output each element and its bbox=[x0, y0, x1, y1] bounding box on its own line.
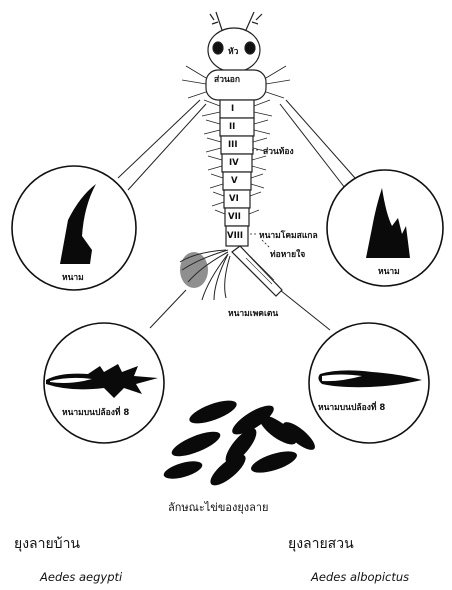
label-pecten: หนามเพคเตน bbox=[228, 306, 278, 320]
label-spine-left: หนาม bbox=[62, 270, 84, 284]
segment-label-1: I bbox=[231, 104, 234, 114]
segment-label-2: II bbox=[229, 122, 235, 132]
eye-right bbox=[245, 42, 255, 54]
segment-label-7: VII bbox=[228, 212, 241, 222]
species-latin-albopictus: Aedes albopictus bbox=[311, 570, 409, 584]
label-spine-right: หนาม bbox=[378, 264, 400, 278]
egg bbox=[169, 427, 223, 461]
species-thai-albopictus: ยุงลายสวน bbox=[288, 533, 354, 555]
label-head: หัว bbox=[228, 44, 238, 58]
pointer-line-right-top bbox=[286, 100, 355, 178]
label-thorax: ส่วนอก bbox=[214, 72, 240, 86]
label-comb-spine: หนามโคมสแกล bbox=[259, 228, 318, 242]
label-siphon: ท่อหายใจ bbox=[270, 247, 305, 261]
antenna-right bbox=[246, 12, 262, 30]
species-thai-aegypti: ยุงลายบ้าน bbox=[14, 533, 80, 555]
abdomen-segments bbox=[220, 100, 254, 246]
egg bbox=[187, 396, 239, 428]
species-latin-aegypti: Aedes aegypti bbox=[40, 570, 122, 584]
segment-label-5: V bbox=[231, 176, 238, 186]
eye-left bbox=[213, 42, 223, 54]
segment-label-3: III bbox=[228, 140, 238, 150]
egg-cluster bbox=[162, 396, 319, 490]
segment-label-6: VI bbox=[229, 194, 239, 204]
segment-label-8: VIII bbox=[227, 231, 243, 241]
pointer-line-left-bottom bbox=[150, 290, 186, 328]
label-comb-left: หนามบนปล้องที่ 8 bbox=[62, 405, 129, 419]
segment-label-4: IV bbox=[229, 158, 239, 168]
label-eggs: ลักษณะไข่ของยุงลาย bbox=[168, 498, 269, 516]
label-comb-right: หนามบนปล้องที่ 8 bbox=[318, 400, 385, 414]
label-abdomen: ส่วนท้อง bbox=[263, 144, 294, 158]
antenna-left bbox=[210, 12, 222, 30]
egg bbox=[249, 447, 300, 477]
pointer-line-left-top bbox=[118, 100, 200, 178]
egg bbox=[162, 458, 204, 482]
pointer-line-left-top-2 bbox=[128, 104, 206, 190]
pointer-line-right-bottom bbox=[280, 290, 330, 330]
